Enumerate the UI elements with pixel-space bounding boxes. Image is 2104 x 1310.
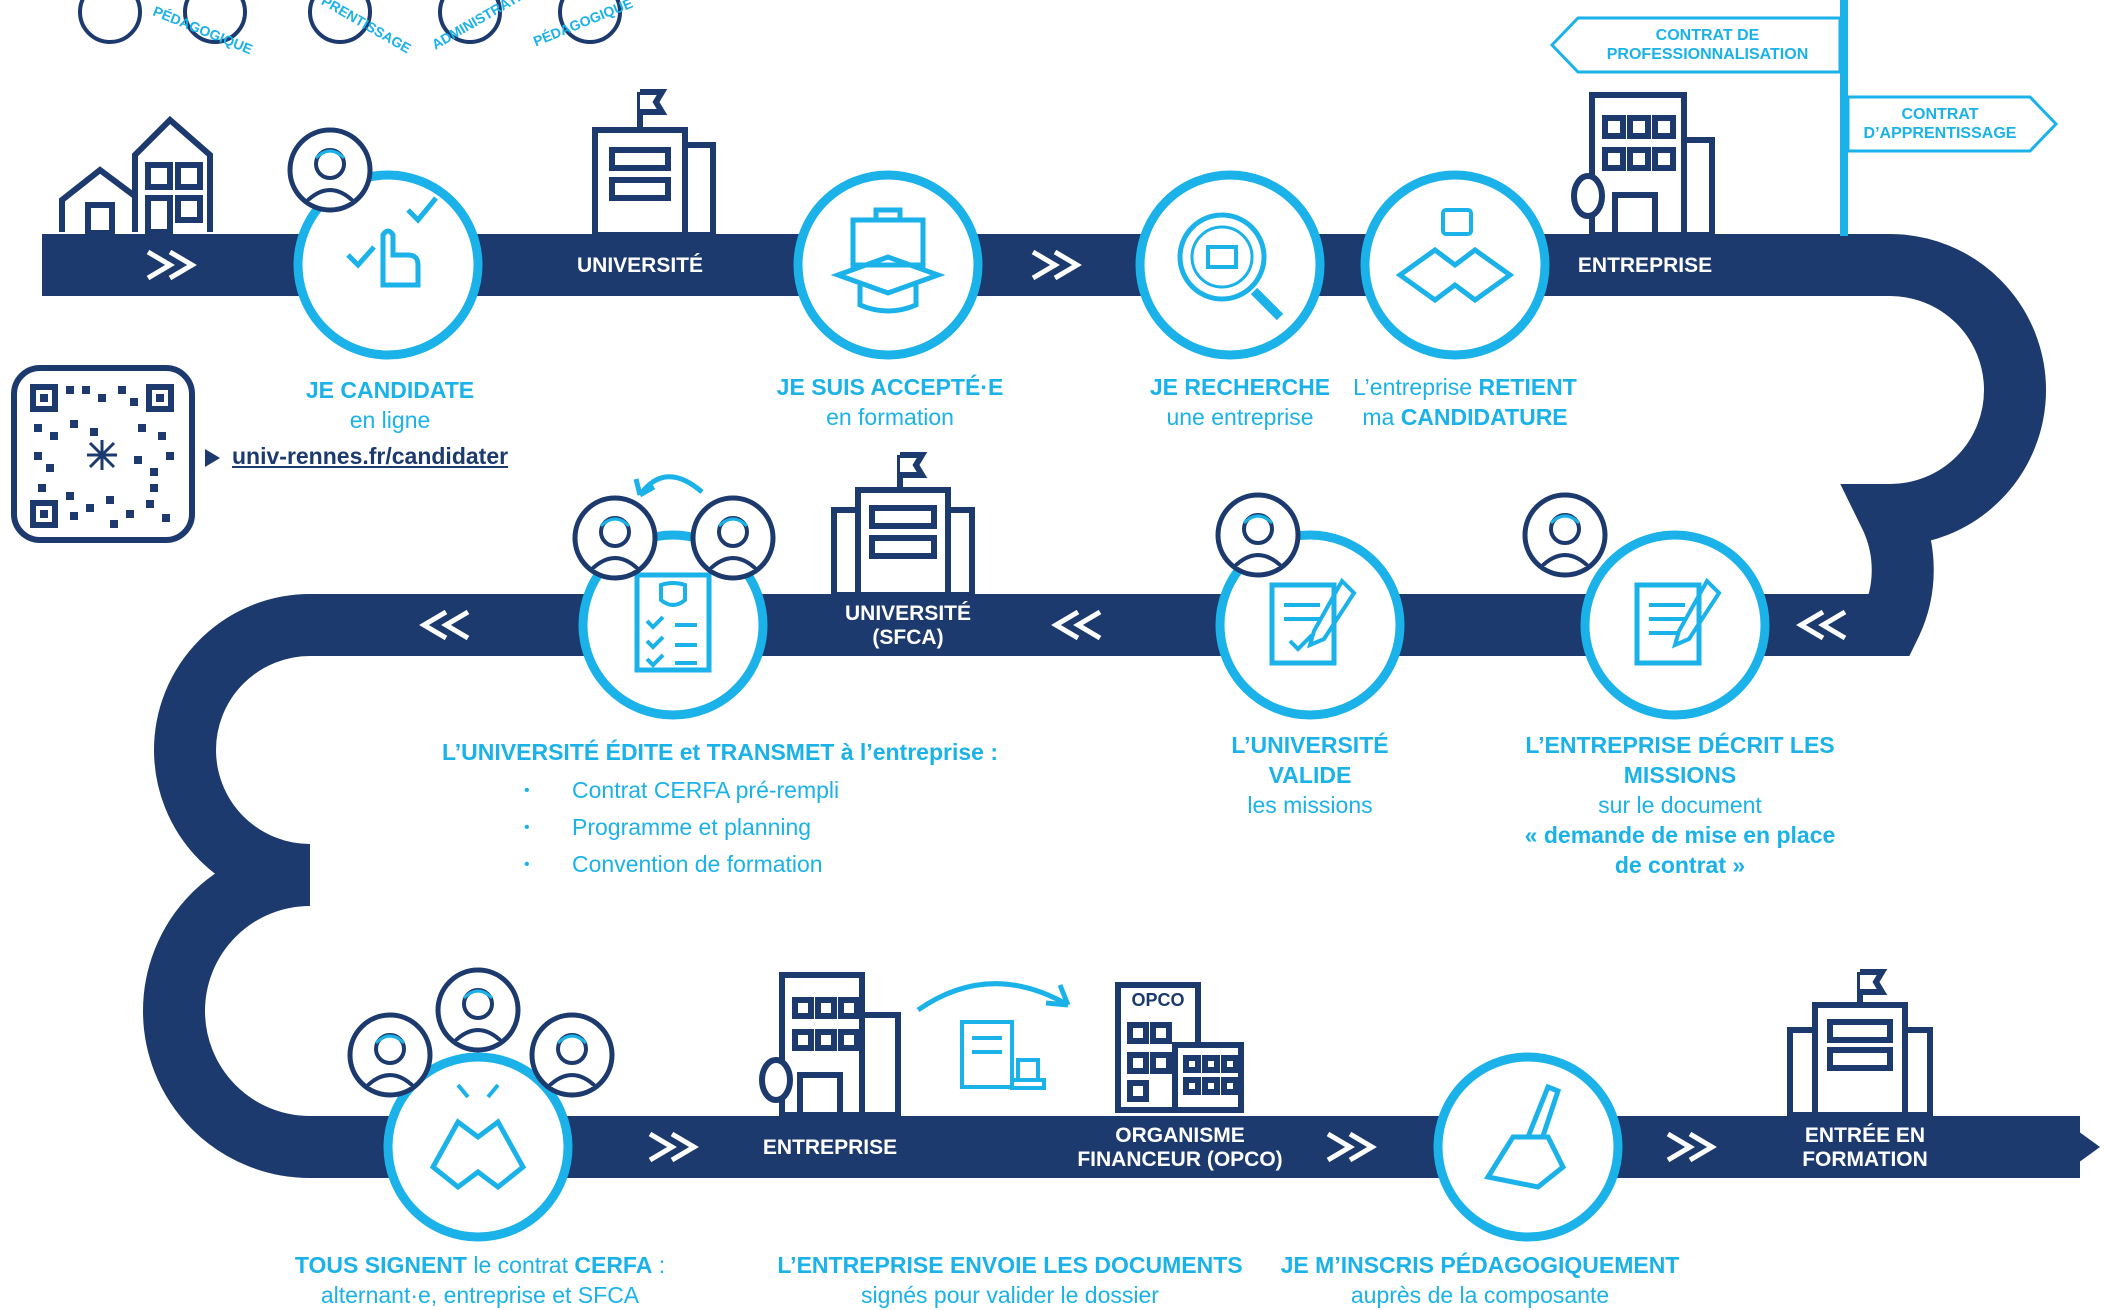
handshake-icon [1365,175,1545,355]
search-icon [1140,175,1320,355]
signed-document-icon [960,1020,1046,1090]
candidater-link[interactable]: univ-rennes.fr/candidater [232,443,509,469]
step-decrit-label: L’ENTREPRISE DÉCRIT LES MISSIONS sur le … [1524,732,1836,878]
step-inscris-label: JE M’INSCRIS PÉDAGOGIQUEMENT auprès de l… [1280,1252,1680,1308]
houses-icon [59,115,213,236]
top-badges [78,0,622,44]
university-sfca-building-icon [831,452,975,598]
checklist-shield-icon [583,535,763,715]
step-edite-label: L’UNIVERSITÉ ÉDITE et TRANSMET à l’entre… [442,739,998,765]
document-validate-icon [1220,535,1400,715]
road-label-entreprise-2: ENTREPRISE [762,1136,898,1159]
step-signent-label: TOUS SIGNENT le contrat CERFA : alternan… [294,1252,666,1308]
qr-code [11,365,195,543]
opco-building-icon [1115,982,1244,1113]
documents-list: Contrat CERFA pré-rempli Programme et pl… [524,772,924,883]
document-item: Contrat CERFA pré-rempli [524,772,924,809]
road-label-universite-sfca: UNIVERSITÉ(SFCA) [844,602,972,649]
company-building-2-icon [759,972,901,1118]
document-item: Convention de formation [524,846,924,883]
step-recherche-label: JE RECHERCHE une entreprise [1149,374,1331,430]
step-retient-label: L’entreprise RETIENT ma CANDIDATURE [1353,374,1577,430]
direction-chevrons [146,249,1847,1163]
company-building-icon [1571,92,1715,238]
document-item: Programme et planning [524,809,924,846]
step-valide-label: L’UNIVERSITÉ VALIDE les missions [1231,732,1389,818]
road-label-universite: UNIVERSITÉ [576,254,704,277]
training-building-icon [1787,969,1933,1118]
opco-sign: OPCO [1131,990,1185,1010]
pencil-hand-icon [1438,1057,1618,1237]
step-envoie-label: L’ENTREPRISE ENVOIE LES DOCUMENTS signés… [777,1252,1243,1308]
step-candidate-label: JE CANDIDATE en ligne [305,377,475,433]
university-building-icon [592,89,716,238]
graduation-briefcase-icon [798,175,978,355]
contract-signpost [1549,0,2059,236]
document-edit-icon [1585,535,1765,715]
road [42,234,2100,1178]
road-label-entreprise: ENTREPRISE [1577,254,1713,277]
link-arrow-icon [205,449,220,467]
joined-hands-icon [388,1057,568,1237]
candidate-step-icon [298,175,478,355]
step-accepte-label: JE SUIS ACCEPTÉ·E en formation [776,374,1004,430]
